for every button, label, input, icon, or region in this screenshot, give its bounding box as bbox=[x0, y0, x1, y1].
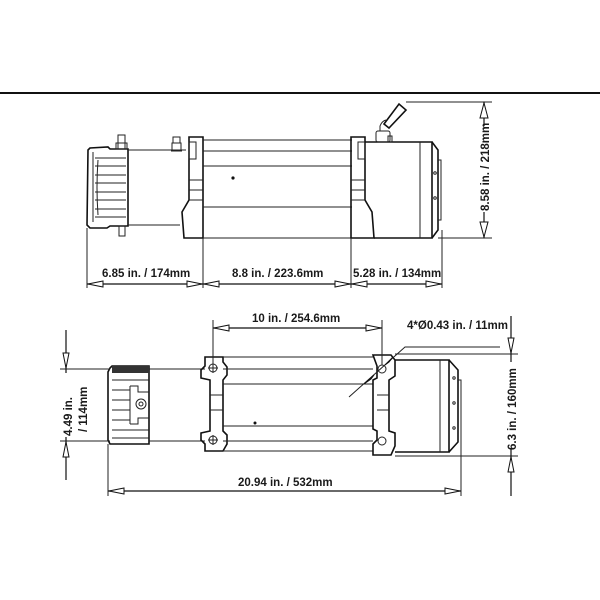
left-frame-bottom bbox=[200, 356, 228, 452]
drum-length-label: 8.8 in. / 223.6mm bbox=[232, 268, 323, 280]
right-frame-bottom bbox=[371, 354, 396, 456]
drum bbox=[203, 139, 352, 239]
motor-length-label: 5.28 in. / 134mm bbox=[353, 268, 441, 280]
hole-callout: 4*Ø0.43 in. / 11mm bbox=[348, 320, 508, 398]
top-view: 8.58 in. / 218mm 6.85 in. / 174mm 8.8 in… bbox=[86, 101, 492, 288]
overall-length-dimension: 20.94 in. / 532mm bbox=[108, 477, 461, 495]
right-frame-plate bbox=[350, 136, 375, 239]
gearbox-cap-bottom bbox=[107, 365, 150, 445]
gearbox-height-label-line1: 4.49 in. bbox=[63, 397, 75, 436]
drum-length-dimension: 8.8 in. / 223.6mm bbox=[203, 268, 351, 288]
page-rule bbox=[0, 92, 600, 94]
mount-spacing-label: 10 in. / 254.6mm bbox=[252, 313, 340, 325]
left-frame-plate bbox=[181, 136, 204, 239]
overall-length-label: 20.94 in. / 532mm bbox=[238, 477, 333, 489]
motor-height-dimension: 6.3 in. / 160mm bbox=[395, 316, 519, 496]
mount-hole-diameter-label: 4*Ø0.43 in. / 11mm bbox=[407, 320, 508, 332]
motor-length-dimension: 5.28 in. / 134mm bbox=[351, 268, 442, 288]
drum-bottom bbox=[223, 356, 373, 452]
motor bbox=[365, 102, 442, 239]
gearbox-cap bbox=[86, 134, 129, 237]
gearbox-height-label-line2: / 114mm bbox=[78, 387, 90, 432]
drum-end-length-label: 6.85 in. / 174mm bbox=[102, 268, 190, 280]
motor-height-label: 6.3 in. / 160mm bbox=[507, 368, 519, 450]
height-dimension: 8.58 in. / 218mm bbox=[406, 101, 492, 239]
mount-spacing-dimension: 10 in. / 254.6mm bbox=[212, 313, 383, 365]
gearbox-height-dimension: 4.49 in. / 114mm bbox=[56, 330, 92, 480]
tie-rod-nut bbox=[171, 136, 182, 152]
drum-end-length-dimension: 6.85 in. / 174mm bbox=[87, 268, 203, 288]
bottom-view: 4*Ø0.43 in. / 11mm 10 in. / 254.6mm 6.3 … bbox=[56, 313, 519, 496]
overall-height-label: 8.58 in. / 218mm bbox=[480, 123, 492, 211]
motor-bottom bbox=[395, 359, 462, 496]
